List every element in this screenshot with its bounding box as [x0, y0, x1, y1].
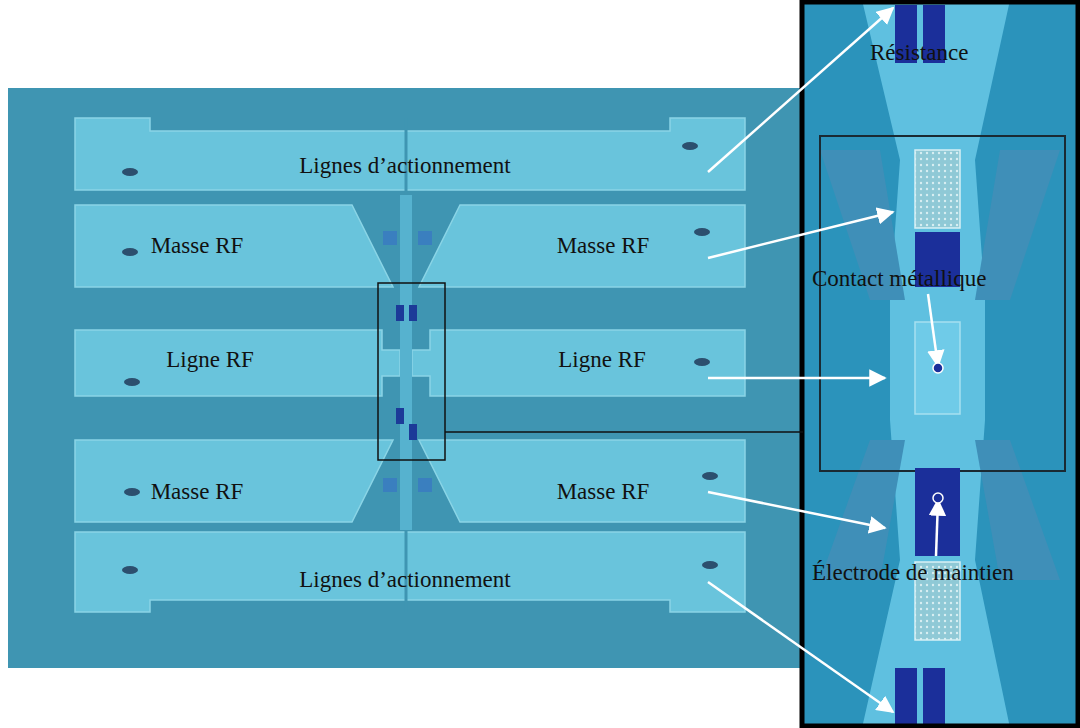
part-label: Masse RF: [557, 479, 650, 505]
zoom-link: [445, 431, 803, 433]
part-label: Masse RF: [557, 233, 650, 259]
electrodes: [396, 305, 417, 440]
inset-ground: [800, 0, 1080, 728]
ground-taper: [820, 440, 905, 580]
inset-frame: [820, 136, 1065, 471]
contact-dot: [933, 363, 943, 373]
pads: [75, 118, 745, 612]
part-label: Masse RF: [151, 479, 244, 505]
callout-label: Résistance: [870, 40, 968, 66]
beam: [862, 0, 1010, 728]
part-label: Lignes d’actionnement: [299, 153, 510, 179]
callout-label: Contact métallique: [812, 266, 986, 292]
electrode-dot: [933, 493, 943, 503]
part-label: Ligne RF: [166, 347, 254, 373]
ground-taper: [975, 440, 1060, 580]
part-label: Ligne RF: [558, 347, 646, 373]
inset-border: [802, 2, 1078, 726]
part-label: Masse RF: [151, 233, 244, 259]
anchor-pads: [383, 231, 432, 492]
ground-taper: [975, 150, 1060, 300]
probe-marks: [122, 142, 718, 574]
leader-arrows: [708, 8, 938, 712]
callout-label: Électrode de maintien: [812, 560, 1014, 586]
metal-contact: [915, 322, 960, 414]
zoom-inset: [800, 0, 1080, 728]
bridge: [400, 195, 412, 530]
part-label: Lignes d’actionnement: [299, 567, 510, 593]
chip-photo: [8, 88, 800, 668]
electrode-blocks: [895, 5, 960, 724]
substrate: [8, 88, 800, 668]
resistor: [915, 150, 960, 228]
zoom-frame: [378, 283, 445, 460]
